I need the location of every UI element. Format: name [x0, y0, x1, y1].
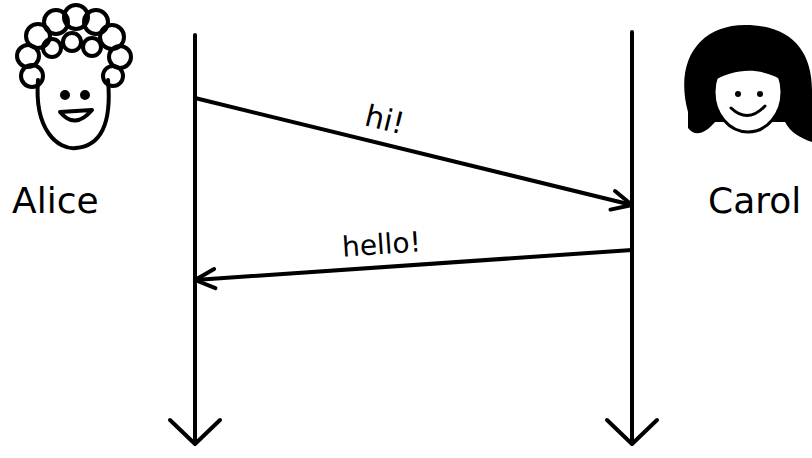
eye: [757, 91, 763, 97]
bangs: [712, 46, 787, 84]
message-label: hi!: [358, 98, 410, 142]
hair-curl: [63, 33, 81, 51]
hair-curl: [103, 66, 123, 86]
eye: [735, 91, 741, 97]
participant-name: Carol: [708, 180, 801, 221]
hair-curl: [43, 39, 61, 57]
participant-name: Alice: [12, 180, 99, 221]
carol-face: [684, 25, 812, 142]
smile: [731, 106, 765, 116]
face-outline: [38, 80, 109, 148]
alice-face: [17, 5, 131, 148]
message-line: [195, 98, 632, 205]
message-label: hello!: [338, 226, 425, 264]
smile: [60, 110, 92, 121]
eye: [82, 92, 88, 98]
participant: Alice: [0, 0, 195, 440]
lifeline-arrowhead: [170, 420, 220, 444]
hair: [684, 25, 812, 142]
eye: [62, 92, 68, 98]
message-arrow: [195, 98, 632, 210]
lifeline: [630, 32, 634, 442]
participant: Carol: [632, 0, 811, 440]
arrowhead: [610, 191, 632, 210]
arrowhead: [195, 269, 215, 288]
hair-curl: [83, 38, 101, 56]
lifeline-arrowhead: [607, 420, 657, 444]
